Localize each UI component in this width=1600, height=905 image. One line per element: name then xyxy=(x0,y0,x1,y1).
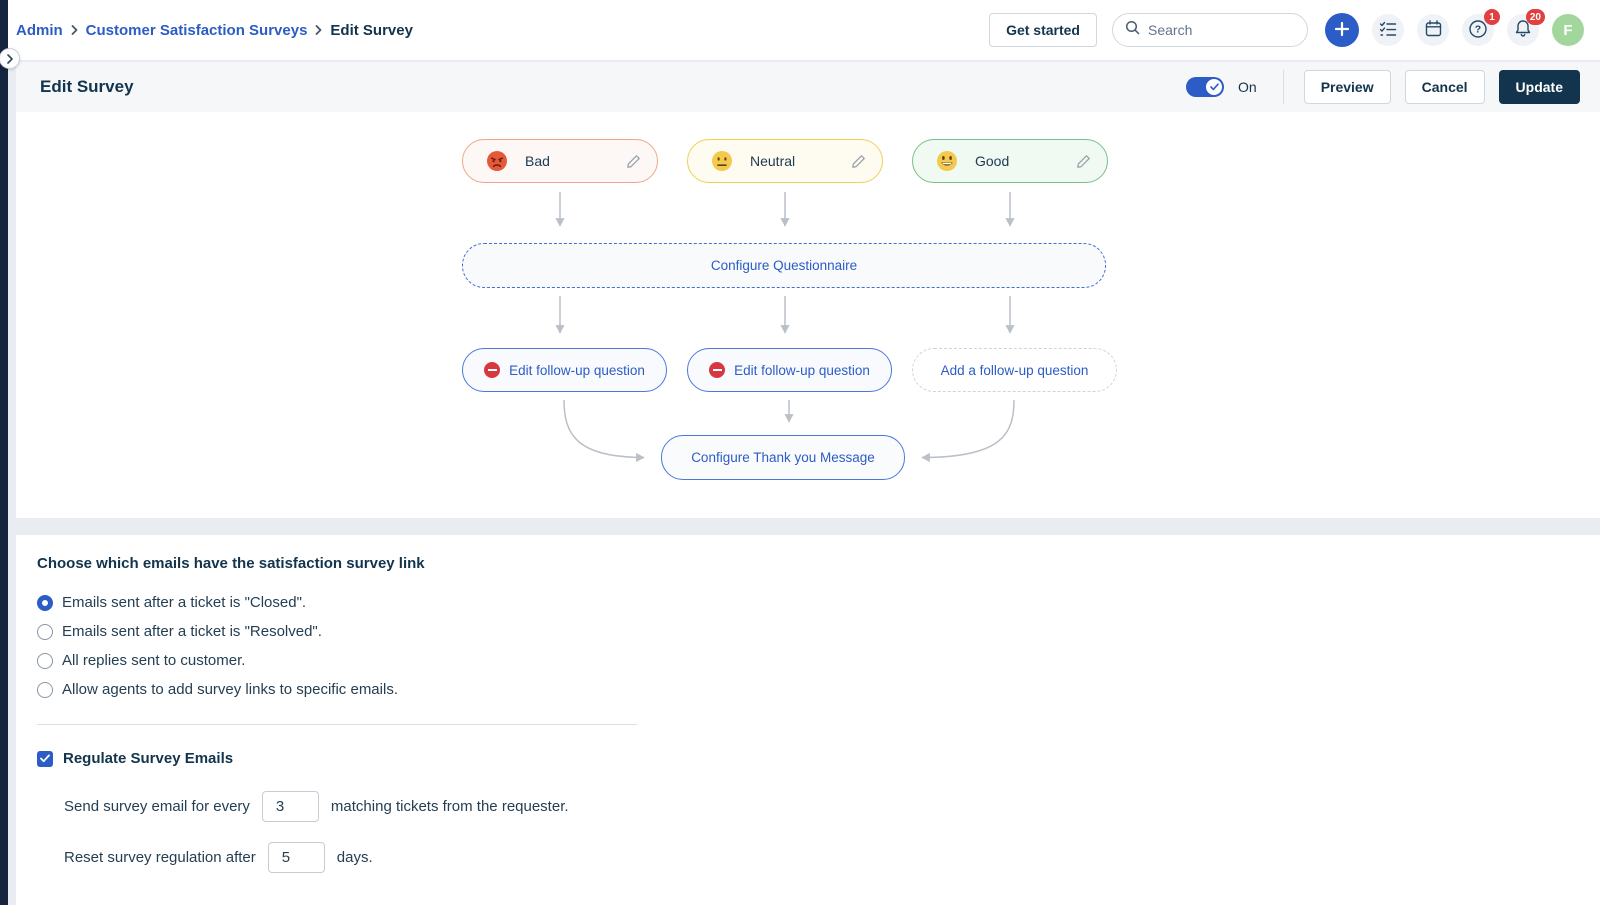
rating-label: Bad xyxy=(525,153,550,169)
survey-enabled-toggle[interactable] xyxy=(1186,77,1224,97)
sidebar-expand-button[interactable] xyxy=(0,48,20,69)
configure-questionnaire-button[interactable]: Configure Questionnaire xyxy=(462,243,1106,288)
page-title: Edit Survey xyxy=(40,77,134,96)
survey-settings-panel: Choose which emails have the satisfactio… xyxy=(16,535,1600,905)
radio-option-all-replies[interactable]: All replies sent to customer. xyxy=(37,646,1600,675)
new-item-button[interactable] xyxy=(1325,13,1359,47)
edit-survey-toolbar: Edit Survey On Preview Cancel Update xyxy=(16,62,1600,112)
send-frequency-prefix: Send survey email for every xyxy=(64,798,250,815)
edit-pencil-icon[interactable] xyxy=(851,154,866,169)
svg-text:?: ? xyxy=(1475,23,1481,35)
search-icon xyxy=(1125,20,1140,40)
neutral-face-emoji xyxy=(710,149,734,173)
radio-icon[interactable] xyxy=(37,623,53,640)
grinning-face-emoji xyxy=(935,149,959,173)
edit-followup-question-neutral[interactable]: Edit follow-up question xyxy=(687,348,892,392)
send-frequency-input[interactable] xyxy=(261,791,319,822)
bell-icon xyxy=(1514,19,1532,41)
reset-regulation-prefix: Reset survey regulation after xyxy=(64,849,256,866)
tasks-icon xyxy=(1379,21,1397,40)
reset-regulation-row: Reset survey regulation after days. xyxy=(64,842,1600,873)
search-input[interactable] xyxy=(1148,22,1278,38)
search-box[interactable] xyxy=(1112,13,1308,47)
plus-icon xyxy=(1334,21,1350,40)
help-icon: ? xyxy=(1468,19,1488,42)
radio-option-closed[interactable]: Emails sent after a ticket is "Closed". xyxy=(37,588,1600,617)
help-badge: 1 xyxy=(1484,9,1500,25)
radio-option-resolved[interactable]: Emails sent after a ticket is "Resolved"… xyxy=(37,617,1600,646)
send-frequency-suffix: matching tickets from the requester. xyxy=(330,798,569,815)
followup-label: Edit follow-up question xyxy=(734,362,870,378)
radio-selected-icon[interactable] xyxy=(37,594,53,611)
radio-option-agent-links[interactable]: Allow agents to add survey links to spec… xyxy=(37,675,1600,704)
chevron-right-icon xyxy=(6,53,14,64)
survey-flow-canvas: Bad Neutral Good Configure Questionn xyxy=(16,112,1600,518)
radio-label: Emails sent after a ticket is "Closed". xyxy=(62,594,307,611)
calendar-button[interactable] xyxy=(1417,14,1449,46)
breadcrumb-admin[interactable]: Admin xyxy=(16,21,63,39)
rating-label: Good xyxy=(975,153,1010,169)
breadcrumb-chevron-icon xyxy=(71,25,78,35)
checkbox-checked-icon[interactable] xyxy=(37,750,53,767)
help-button[interactable]: ? 1 xyxy=(1462,9,1500,46)
toolbar-actions: On Preview Cancel Update xyxy=(1186,70,1580,104)
angry-face-emoji xyxy=(485,149,509,173)
remove-icon[interactable] xyxy=(709,362,726,378)
breadcrumb-chevron-icon xyxy=(315,25,322,35)
section-divider xyxy=(37,724,637,725)
radio-label: Allow agents to add survey links to spec… xyxy=(62,681,398,698)
reset-regulation-suffix: days. xyxy=(336,849,373,866)
toolbar-divider xyxy=(1282,70,1284,104)
followup-label: Add a follow-up question xyxy=(940,362,1089,378)
edit-pencil-icon[interactable] xyxy=(626,154,641,169)
notifications-button[interactable]: 20 xyxy=(1507,9,1545,46)
breadcrumb: Admin Customer Satisfaction Surveys Edit… xyxy=(16,22,413,39)
radio-label: All replies sent to customer. xyxy=(62,652,246,669)
get-started-button[interactable]: Get started xyxy=(989,13,1097,47)
radio-label: Emails sent after a ticket is "Resolved"… xyxy=(62,623,322,640)
calendar-icon xyxy=(1425,20,1442,40)
todo-button[interactable] xyxy=(1372,14,1404,46)
configure-thank-you-button[interactable]: Configure Thank you Message xyxy=(661,435,905,480)
radio-icon[interactable] xyxy=(37,652,53,669)
breadcrumb-surveys[interactable]: Customer Satisfaction Surveys xyxy=(85,21,308,39)
rating-good-pill[interactable]: Good xyxy=(912,139,1108,183)
edit-pencil-icon[interactable] xyxy=(1076,154,1091,169)
reset-regulation-input[interactable] xyxy=(267,842,325,873)
top-header: Admin Customer Satisfaction Surveys Edit… xyxy=(8,0,1600,60)
checkbox-label: Regulate Survey Emails xyxy=(63,750,234,767)
followup-label: Edit follow-up question xyxy=(509,362,645,378)
rating-bad-pill[interactable]: Bad xyxy=(462,139,658,183)
email-options-heading: Choose which emails have the satisfactio… xyxy=(37,555,425,572)
add-followup-question-good[interactable]: Add a follow-up question xyxy=(912,348,1117,392)
preview-button[interactable]: Preview xyxy=(1303,70,1391,104)
toggle-knob xyxy=(1205,78,1223,96)
toggle-state-label: On xyxy=(1238,79,1257,95)
breadcrumb-current: Edit Survey xyxy=(330,21,413,39)
notifications-badge: 20 xyxy=(1525,9,1545,25)
collapsed-sidebar-strip xyxy=(0,0,8,905)
edit-followup-question-bad[interactable]: Edit follow-up question xyxy=(462,348,667,392)
header-actions: Get started xyxy=(989,9,1584,47)
rating-label: Neutral xyxy=(750,153,796,169)
send-frequency-row: Send survey email for every matching tic… xyxy=(64,791,1600,822)
update-button[interactable]: Update xyxy=(1498,70,1580,104)
avatar[interactable]: F xyxy=(1552,14,1584,46)
remove-icon[interactable] xyxy=(484,362,501,378)
radio-icon[interactable] xyxy=(37,681,53,698)
regulate-survey-emails-checkbox-row[interactable]: Regulate Survey Emails xyxy=(37,750,1600,767)
cancel-button[interactable]: Cancel xyxy=(1404,70,1485,104)
rating-neutral-pill[interactable]: Neutral xyxy=(687,139,883,183)
